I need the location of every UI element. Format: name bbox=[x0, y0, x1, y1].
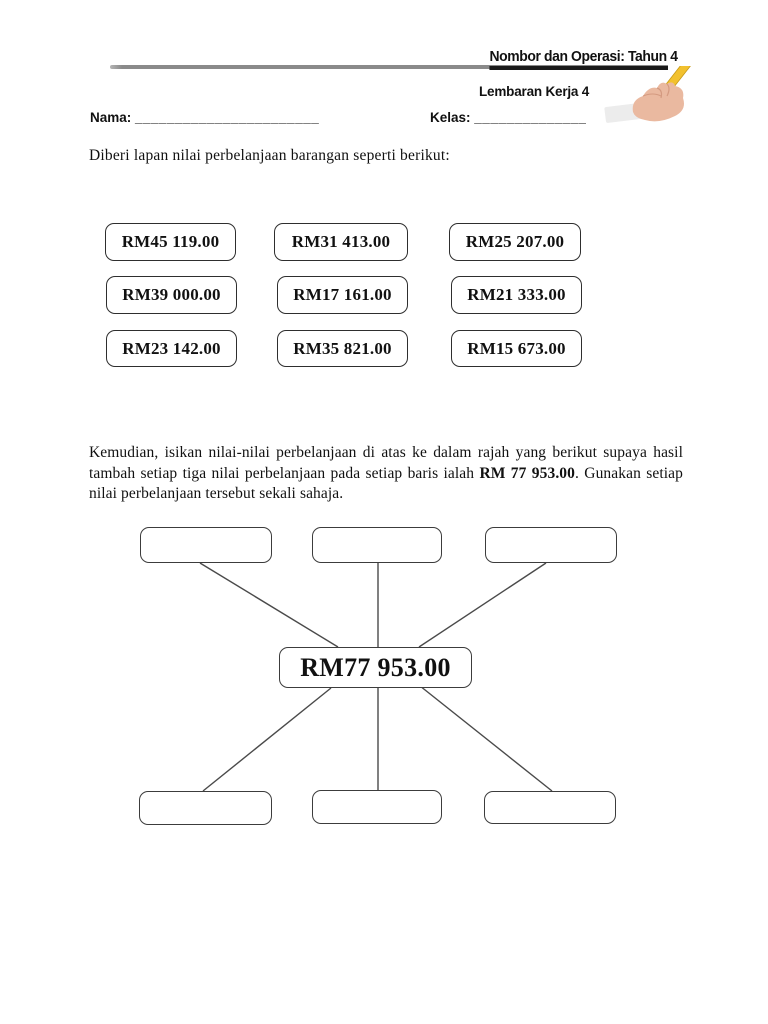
class-blank-line[interactable]: ______________ bbox=[474, 110, 587, 125]
name-field[interactable]: Nama: _______________________ bbox=[90, 110, 319, 125]
answer-slot-bottom-3[interactable] bbox=[484, 791, 616, 824]
value-box-r3c1: RM23 142.00 bbox=[106, 330, 237, 367]
intro-sentence: Diberi lapan nilai perbelanjaan barangan… bbox=[89, 147, 450, 164]
instruction-part2: . Gunakan setiap nilai perbelanjaan ters… bbox=[89, 464, 683, 503]
class-label: Kelas: bbox=[430, 110, 471, 125]
page-title: Nombor dan Operasi: Tahun 4 bbox=[489, 49, 678, 70]
class-field[interactable]: Kelas: ______________ bbox=[430, 110, 586, 125]
value-box-r2c3: RM21 333.00 bbox=[451, 276, 582, 314]
answer-slot-top-2[interactable] bbox=[312, 527, 442, 563]
answer-slot-bottom-1[interactable] bbox=[139, 791, 272, 825]
value-box-r1c3: RM25 207.00 bbox=[449, 223, 581, 261]
instruction-part1: Kemudian, isikan nilai-nilai perbelanjaa… bbox=[89, 444, 683, 482]
value-box-r3c2: RM35 821.00 bbox=[277, 330, 408, 367]
answer-slot-bottom-2[interactable] bbox=[312, 790, 442, 824]
value-box-r2c2: RM17 161.00 bbox=[277, 276, 408, 314]
worksheet-number-label: Lembaran Kerja 4 bbox=[479, 84, 590, 99]
answer-slot-top-3[interactable] bbox=[485, 527, 617, 563]
student-info-row: Nama: _______________________ Kelas: ___… bbox=[0, 110, 768, 132]
hand-writing-icon bbox=[604, 66, 694, 123]
answer-slot-top-1[interactable] bbox=[140, 527, 272, 563]
name-blank-line[interactable]: _______________________ bbox=[135, 110, 320, 125]
instruction-paragraph: Kemudian, isikan nilai-nilai perbelanjaa… bbox=[89, 443, 683, 505]
header-divider-rule bbox=[110, 65, 668, 69]
diagram-center-total-box: RM77 953.00 bbox=[279, 647, 472, 688]
value-box-r1c2: RM31 413.00 bbox=[274, 223, 408, 261]
value-box-r3c3: RM15 673.00 bbox=[451, 330, 582, 367]
value-box-r2c1: RM39 000.00 bbox=[106, 276, 237, 314]
target-amount-bold: RM 77 953.00 bbox=[479, 464, 575, 482]
name-label: Nama: bbox=[90, 110, 132, 125]
value-box-r1c1: RM45 119.00 bbox=[105, 223, 236, 261]
